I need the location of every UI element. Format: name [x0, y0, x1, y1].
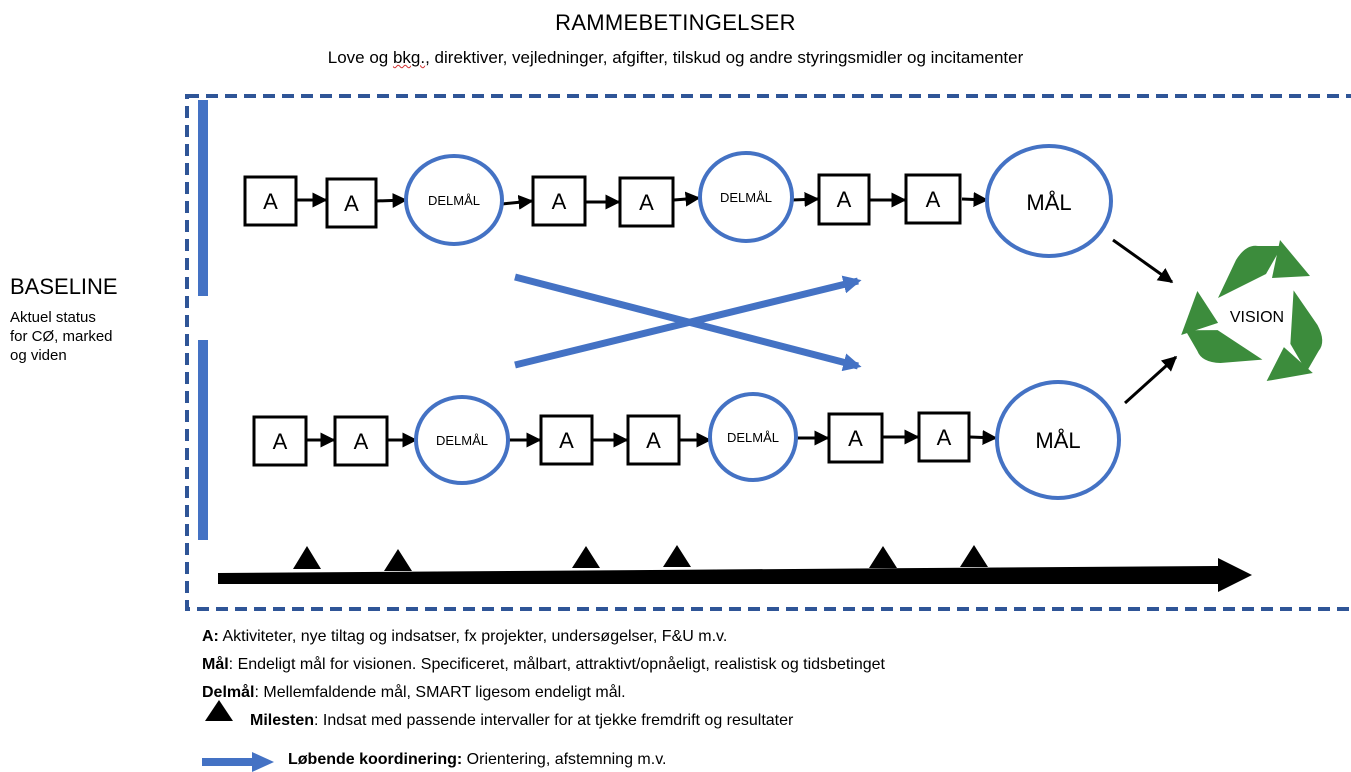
milestone-triangle [384, 549, 412, 571]
milestone-triangle [869, 546, 897, 568]
activity-box [539, 414, 594, 466]
activity-label: A [559, 428, 574, 453]
submilestone-label: DELMÅL [436, 433, 488, 448]
goal-ellipse [985, 144, 1113, 258]
activity-label: A [273, 429, 288, 454]
submilestone-label: DELMÅL [428, 193, 480, 208]
coordination-arrow-up [514, 275, 862, 369]
activity-label: A [937, 425, 952, 450]
subtitle-post: , direktiver, vejledninger, afgifter, ti… [425, 48, 1024, 67]
goal-label: MÅL [1026, 190, 1071, 215]
legend-text: : Mellemfaldende mål, SMART ligesom ende… [254, 684, 626, 701]
submilestone-label: DELMÅL [727, 430, 779, 445]
activity-label: A [639, 190, 654, 215]
activity-box [904, 173, 962, 225]
activity-box [531, 175, 587, 227]
submilestone-ellipse [404, 154, 504, 246]
baseline-line: Aktuel status [10, 309, 96, 326]
legend-submilestone: Delmål: Mellemfaldende mål, SMART ligeso… [202, 684, 626, 702]
submilestone-ellipse [414, 395, 510, 485]
activity-box [626, 414, 681, 466]
recycle-arm [1218, 240, 1310, 298]
submilestone-ellipse [698, 151, 794, 243]
activity-box [252, 415, 308, 467]
goal-label: MÅL [1035, 428, 1080, 453]
milestone-triangle [960, 545, 988, 567]
timeline-arrow [218, 558, 1252, 592]
activity-box [243, 175, 298, 227]
legend-term: A: [202, 628, 219, 645]
legend-term: Delmål [202, 684, 255, 701]
activity-label: A [926, 187, 941, 212]
activity-box [827, 412, 884, 464]
activity-label: A [837, 187, 852, 212]
goal-to-vision-arrows [1112, 238, 1178, 405]
top-flow-connectors [297, 191, 989, 210]
baseline-title: BASELINE [10, 274, 118, 299]
legend-goal: Mål: Endeligt mål for visionen. Specific… [202, 656, 885, 674]
baseline-line: for CØ, marked [10, 328, 113, 345]
activity-box [618, 176, 675, 228]
framework-boundary [185, 94, 1351, 611]
legend-term: Milesten [250, 712, 315, 729]
recycle-icon [1181, 240, 1323, 382]
baseline-bar-bottom [198, 340, 208, 540]
activity-label: A [552, 189, 567, 214]
baseline-bar-top [198, 100, 208, 296]
recycle-arm [1181, 290, 1263, 364]
activity-box [325, 177, 378, 229]
activity-label: A [354, 429, 369, 454]
activity-box [917, 411, 971, 463]
subtitle-marked-word: bkg. [392, 48, 426, 67]
activity-box [333, 415, 389, 467]
activity-label: A [263, 189, 278, 214]
baseline-description: Aktuel status for CØ, marked og viden [10, 308, 170, 365]
legend-text: Aktiviteter, nye tiltag og indsatser, fx… [218, 628, 728, 645]
coordination-cross-arrows [514, 273, 862, 372]
baseline-line: og viden [10, 347, 67, 364]
top-flow: A A DELMÅL A A DELMÅL A A MÅL [243, 144, 1113, 258]
legend-coordination: Løbende koordinering: Orientering, afste… [288, 751, 666, 769]
legend-text: Orientering, afstemning m.v. [462, 751, 667, 768]
recycle-arm [1266, 290, 1323, 382]
bottom-flow: A A DELMÅL A A DELMÅL A A MÅL [252, 380, 1121, 500]
goal-ellipse [995, 380, 1121, 500]
subtitle-pre: Love og [327, 48, 393, 67]
triangle-icon [205, 700, 233, 721]
activity-label: A [646, 428, 661, 453]
activity-label: A [344, 191, 359, 216]
activity-label: A [848, 426, 863, 451]
blue-arrow-icon [202, 752, 274, 772]
activity-box [817, 173, 871, 226]
bottom-flow-connectors [307, 429, 998, 448]
diagram-title: RAMMEBETINGELSER [555, 10, 796, 35]
milestone-triangle [663, 545, 691, 567]
vision-label: VISION [1230, 309, 1284, 326]
diagram-subtitle: Love og bkg., direktiver, vejledninger, … [0, 48, 1351, 68]
milestone-triangle [572, 546, 600, 568]
legend-term: Mål [202, 656, 229, 673]
milestone-triangle [293, 546, 321, 569]
submilestone-ellipse [708, 392, 798, 482]
submilestone-label: DELMÅL [720, 190, 772, 205]
timeline [218, 545, 1252, 592]
legend-term: Løbende koordinering: [288, 751, 463, 768]
legend-text: : Endeligt mål for visionen. Specificere… [228, 656, 885, 673]
legend-activity: A: Aktiviteter, nye tiltag og indsatser,… [202, 628, 727, 646]
legend-milestone: Milesten: Indsat med passende intervalle… [250, 712, 793, 730]
legend-text: : Indsat med passende intervaller for at… [314, 712, 794, 729]
